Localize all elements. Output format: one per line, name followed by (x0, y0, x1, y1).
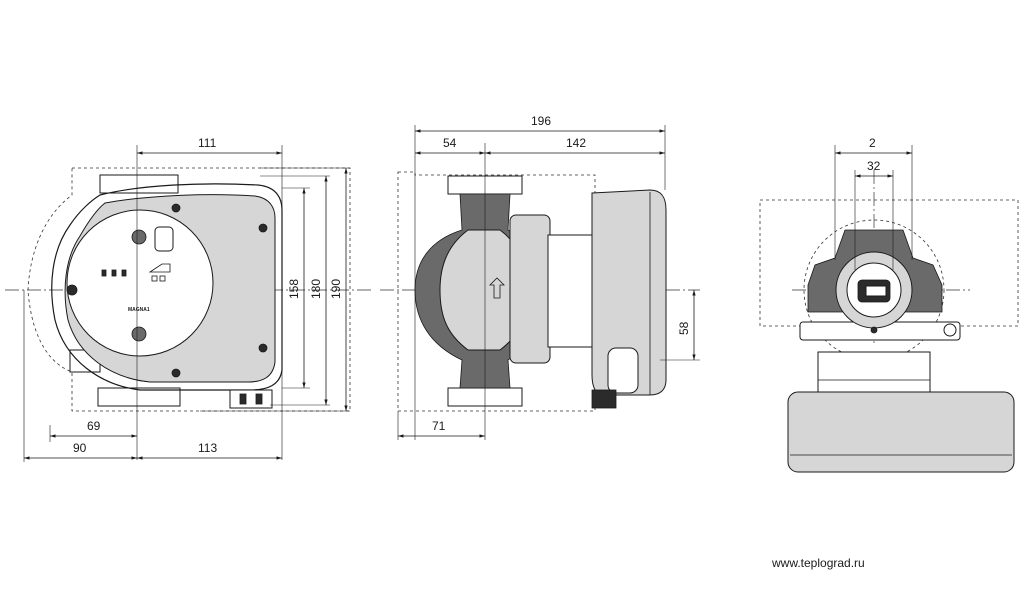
end-control-box (787, 391, 1015, 473)
side-motor-can (547, 234, 595, 348)
front-dial-circle (66, 209, 214, 357)
front-terminal-box (229, 389, 273, 409)
dim-label-90: 90 (73, 441, 87, 455)
front-view: MAGNA1 111 158 180 190 69 90 (5, 136, 372, 462)
dim-label-190: 190 (329, 279, 343, 299)
side-plug (591, 389, 617, 409)
front-screw-tr (258, 223, 268, 233)
dim-label-71: 71 (432, 419, 446, 433)
dim-label-180: 180 (309, 279, 323, 299)
front-mode-icon-2 (159, 275, 166, 282)
front-housing-outer (51, 183, 283, 391)
dim-label-69: 69 (87, 419, 101, 433)
front-clearance-envelope (27, 167, 351, 412)
front-button-bottom-icon (131, 326, 147, 342)
front-display-window (154, 226, 174, 252)
front-screw-br (258, 343, 268, 353)
end-base-bolt (943, 323, 957, 337)
side-flow-arrow-icon (489, 277, 505, 299)
front-terminal-pin-1 (239, 393, 247, 405)
side-stator-housing (509, 214, 551, 364)
front-led-3 (121, 269, 127, 277)
watermark-url: www.teplograd.ru (772, 556, 865, 570)
side-control-box (591, 189, 667, 396)
dim-label-196: 196 (531, 114, 551, 128)
front-top-flange (99, 174, 179, 194)
dim-label-113: 113 (198, 441, 217, 455)
dim-label-32: 32 (867, 159, 881, 173)
side-view: 196 54 142 58 71 (380, 114, 700, 440)
front-terminal-pin-2 (255, 393, 263, 405)
front-mode-icon-1 (151, 275, 158, 282)
side-cable-gland (607, 347, 639, 394)
dim-label-54: 54 (443, 136, 457, 150)
dim-label-142: 142 (566, 136, 586, 150)
front-button-top-icon (131, 229, 147, 245)
dim-label-58: 58 (677, 321, 691, 335)
front-led-1 (101, 269, 107, 277)
dim-label-158: 158 (287, 279, 301, 299)
front-screw-bl (171, 368, 181, 378)
end-drain-icon (870, 326, 878, 334)
end-impeller-slot (865, 285, 887, 297)
front-logo: MAGNA1 (128, 307, 150, 313)
dim-label-111: 111 (198, 136, 217, 150)
front-speed-icon (148, 263, 171, 273)
front-bottom-flange (97, 387, 181, 407)
front-screw-left (66, 284, 78, 296)
front-led-2 (111, 269, 117, 277)
dim-label-2: 2 (869, 136, 876, 150)
end-motor-body (817, 351, 931, 395)
end-view: 2 32 (759, 136, 1019, 473)
front-screw-tl (171, 203, 181, 213)
